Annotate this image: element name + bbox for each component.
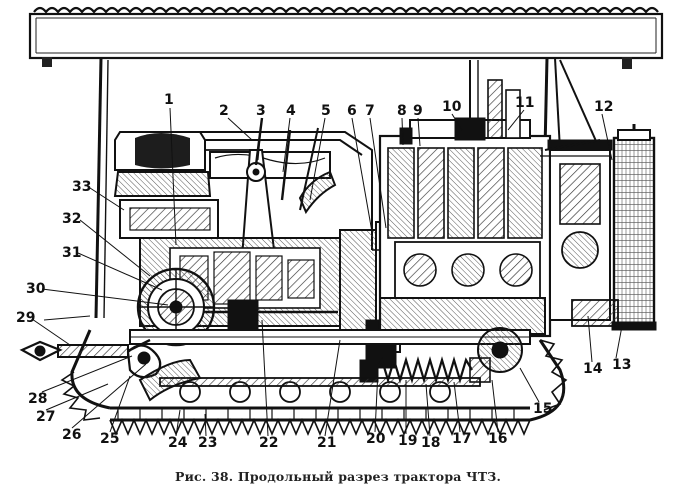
callout-10: 10 [442, 99, 462, 115]
callout-25: 25 [100, 431, 120, 447]
fan-assembly [540, 139, 613, 321]
callout-16: 16 [488, 431, 508, 447]
callout-20: 20 [366, 431, 386, 447]
callout-30: 30 [26, 281, 46, 297]
body-outline [122, 131, 373, 250]
callout-31: 31 [62, 245, 82, 261]
engine-block [378, 79, 552, 338]
callout-14: 14 [583, 361, 603, 377]
callout-8: 8 [397, 103, 407, 119]
callout-2: 2 [219, 103, 229, 119]
callout-9: 9 [413, 103, 423, 119]
drawbar [19, 338, 151, 362]
callout-19: 19 [398, 433, 418, 449]
callout-12: 12 [594, 99, 614, 115]
callout-21: 21 [317, 435, 337, 451]
callout-26: 26 [62, 427, 82, 443]
callout-33: 33 [72, 179, 92, 195]
callout-27: 27 [36, 409, 56, 425]
callout-15: 15 [533, 401, 553, 417]
seat [113, 131, 259, 239]
callout-6: 6 [347, 103, 357, 119]
callout-11: 11 [515, 95, 535, 111]
callout-1: 1 [164, 92, 174, 108]
callout-32: 32 [62, 211, 82, 227]
callout-28: 28 [28, 391, 48, 407]
callout-17: 17 [452, 431, 472, 447]
leader-lines [31, 107, 623, 437]
track-rollers [159, 377, 481, 403]
callout-22: 22 [259, 435, 279, 451]
track-chain [60, 329, 568, 437]
callout-18: 18 [421, 435, 441, 451]
idler-fork [126, 344, 202, 402]
main-frame [129, 299, 619, 345]
callout-3: 3 [256, 103, 266, 119]
canopy [28, 6, 664, 69]
callout-24: 24 [168, 435, 188, 451]
callout-5: 5 [321, 103, 331, 119]
callout-29: 29 [16, 310, 36, 326]
callout-23: 23 [198, 435, 218, 451]
callout-7: 7 [365, 103, 375, 119]
figure-caption: Рис. 38. Продольный разрез трактора ЧТЗ. [174, 469, 502, 484]
radiator [611, 124, 657, 331]
callout-4: 4 [286, 103, 296, 119]
callout-13: 13 [612, 357, 632, 373]
